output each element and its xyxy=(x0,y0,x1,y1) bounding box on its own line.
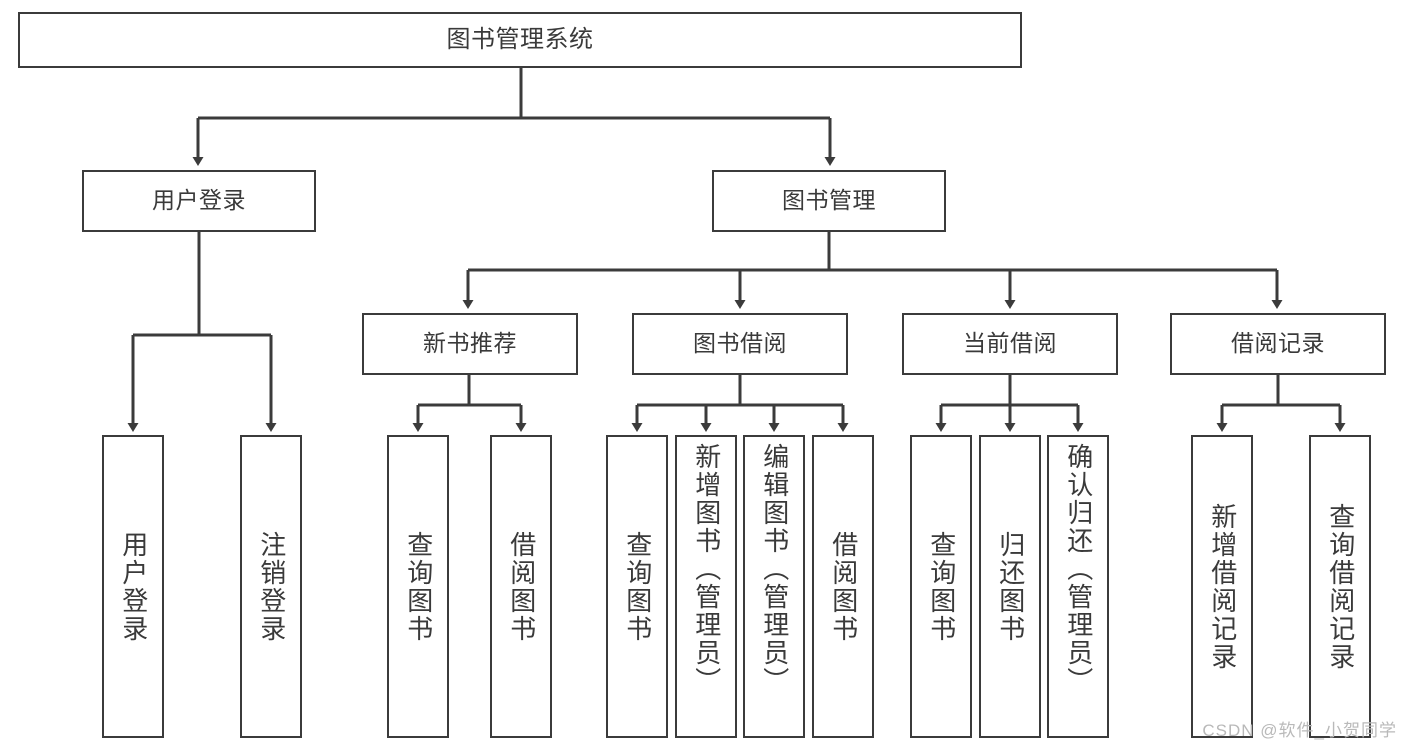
node-book-manage-label: 图书管理 xyxy=(782,187,876,214)
node-leaf-borrow-book-2[interactable]: 借阅图书 xyxy=(812,435,874,738)
node-book-manage[interactable]: 图书管理 xyxy=(712,170,946,232)
node-leaf-add-record-label: 新增借阅记录 xyxy=(1207,502,1238,671)
node-leaf-edit-book[interactable]: 编辑图书（管理员） xyxy=(743,435,805,738)
node-leaf-query-book-2[interactable]: 查询图书 xyxy=(606,435,668,738)
node-leaf-user-login[interactable]: 用户登录 xyxy=(102,435,164,738)
node-leaf-query-record[interactable]: 查询借阅记录 xyxy=(1309,435,1371,738)
node-leaf-borrow-book-2-label: 借阅图书 xyxy=(828,530,859,643)
node-leaf-logout[interactable]: 注销登录 xyxy=(240,435,302,738)
node-leaf-confirm-return[interactable]: 确认归还（管理员） xyxy=(1047,435,1109,738)
node-leaf-logout-label: 注销登录 xyxy=(256,530,287,643)
node-leaf-query-book-1-label: 查询图书 xyxy=(403,530,434,643)
node-leaf-add-book[interactable]: 新增图书（管理员） xyxy=(675,435,737,738)
node-new-book-recommend-label: 新书推荐 xyxy=(423,330,517,357)
node-leaf-query-record-label: 查询借阅记录 xyxy=(1325,502,1356,671)
node-leaf-borrow-book-1[interactable]: 借阅图书 xyxy=(490,435,552,738)
node-leaf-query-book-3[interactable]: 查询图书 xyxy=(910,435,972,738)
node-current-borrow-label: 当前借阅 xyxy=(963,330,1057,357)
node-leaf-edit-book-label: 编辑图书（管理员） xyxy=(759,443,790,695)
node-leaf-return-book-label: 归还图书 xyxy=(995,530,1026,643)
node-leaf-query-book-3-label: 查询图书 xyxy=(926,530,957,643)
node-book-borrow-label: 图书借阅 xyxy=(693,330,787,357)
node-leaf-query-book-1[interactable]: 查询图书 xyxy=(387,435,449,738)
node-root[interactable]: 图书管理系统 xyxy=(18,12,1022,68)
node-leaf-add-record[interactable]: 新增借阅记录 xyxy=(1191,435,1253,738)
node-leaf-borrow-book-1-label: 借阅图书 xyxy=(506,530,537,643)
node-new-book-recommend[interactable]: 新书推荐 xyxy=(362,313,578,375)
node-leaf-return-book[interactable]: 归还图书 xyxy=(979,435,1041,738)
node-leaf-confirm-return-label: 确认归还（管理员） xyxy=(1063,443,1094,695)
node-borrow-record[interactable]: 借阅记录 xyxy=(1170,313,1386,375)
node-borrow-record-label: 借阅记录 xyxy=(1231,330,1325,357)
watermark: CSDN @软件_小贺同学 xyxy=(1202,721,1397,740)
node-leaf-query-book-2-label: 查询图书 xyxy=(622,530,653,643)
node-leaf-user-login-label: 用户登录 xyxy=(118,530,149,643)
node-root-label: 图书管理系统 xyxy=(446,25,594,53)
node-leaf-add-book-label: 新增图书（管理员） xyxy=(691,443,722,695)
node-user-login-label: 用户登录 xyxy=(152,187,246,214)
node-book-borrow[interactable]: 图书借阅 xyxy=(632,313,848,375)
node-user-login[interactable]: 用户登录 xyxy=(82,170,316,232)
node-current-borrow[interactable]: 当前借阅 xyxy=(902,313,1118,375)
